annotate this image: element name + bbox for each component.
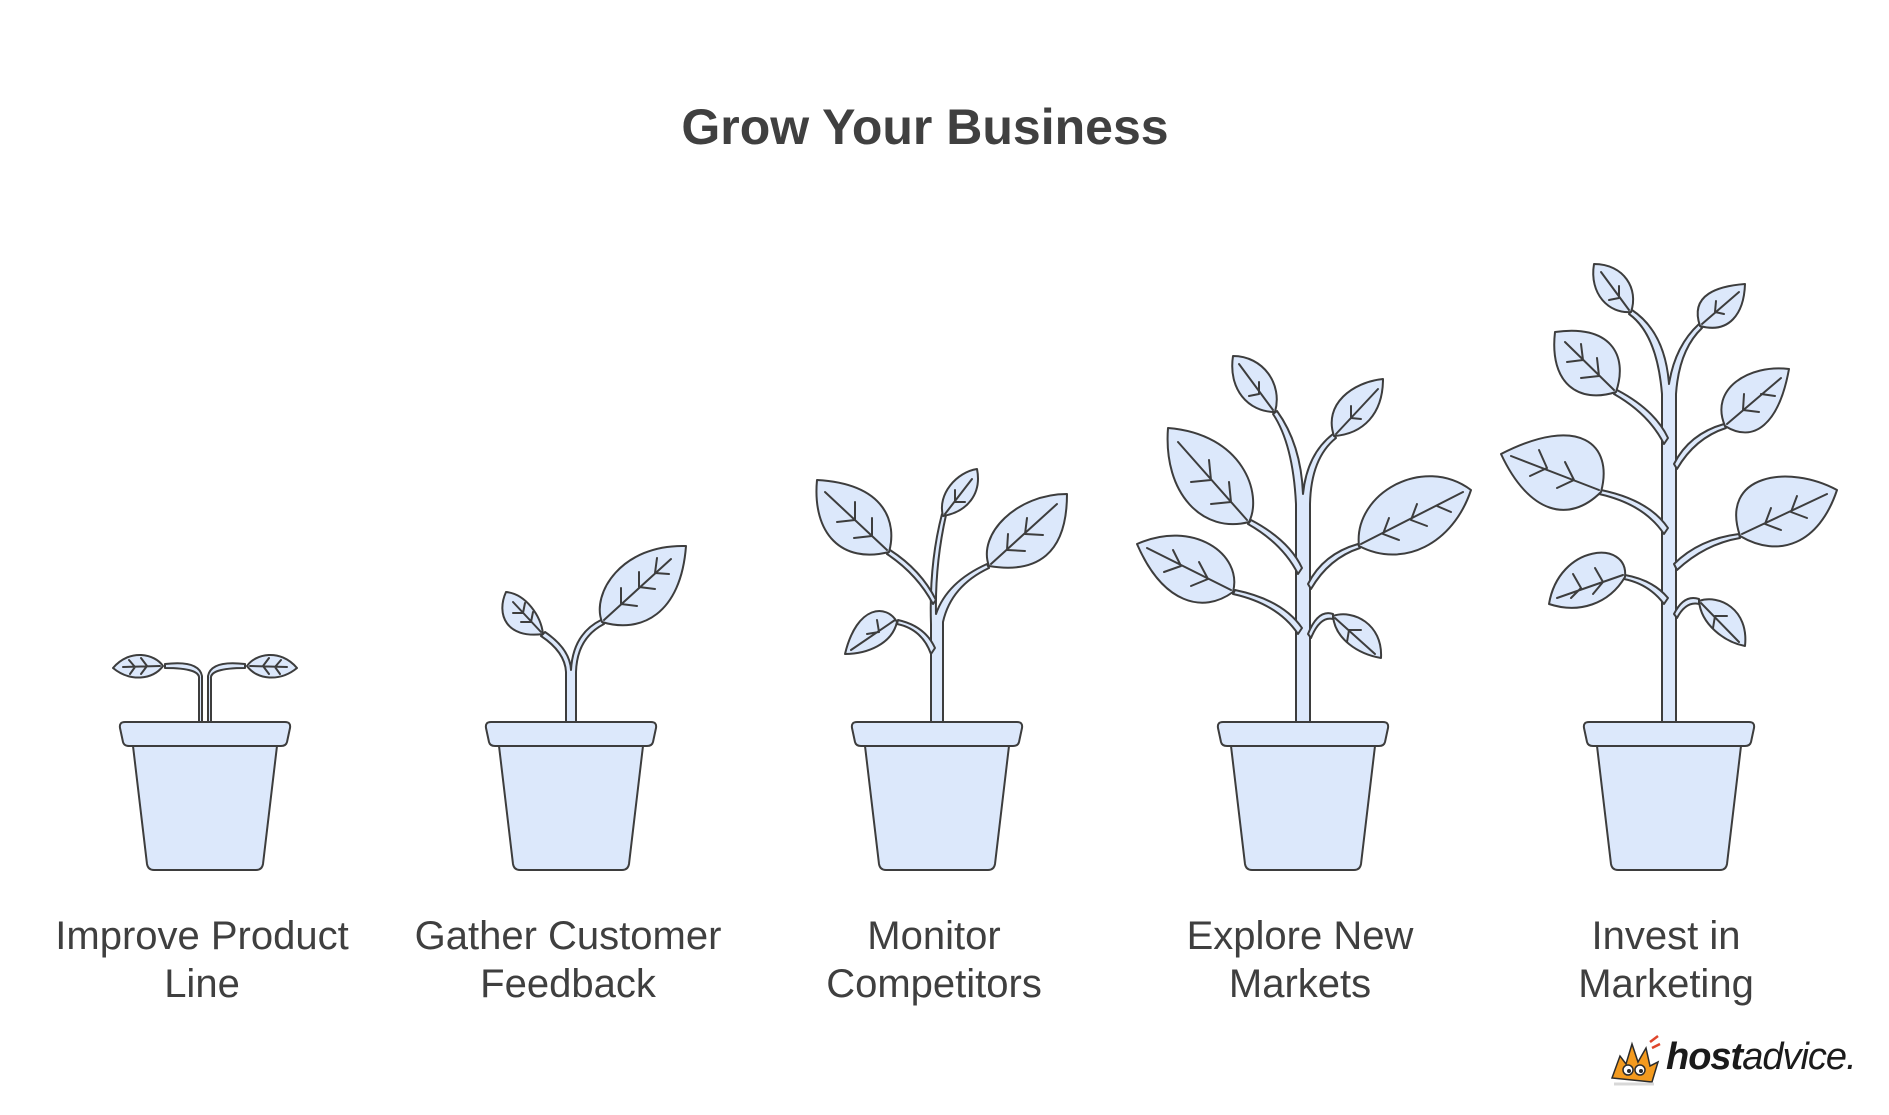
young-plant-pot-icon xyxy=(815,468,1068,871)
page-title: Grow Your Business xyxy=(681,99,1169,155)
logo-wordmark: hostadvice. xyxy=(1666,1036,1857,1078)
mature-plant-pot-icon xyxy=(1500,263,1838,871)
hostadvice-logo: hostadvice. xyxy=(1606,1030,1857,1090)
hostadvice-logo-icon xyxy=(1610,1035,1661,1086)
sprout-pot-icon xyxy=(484,544,687,871)
seedling-pot-icon xyxy=(112,653,298,871)
growing-plant-pot-icon xyxy=(1136,355,1472,871)
